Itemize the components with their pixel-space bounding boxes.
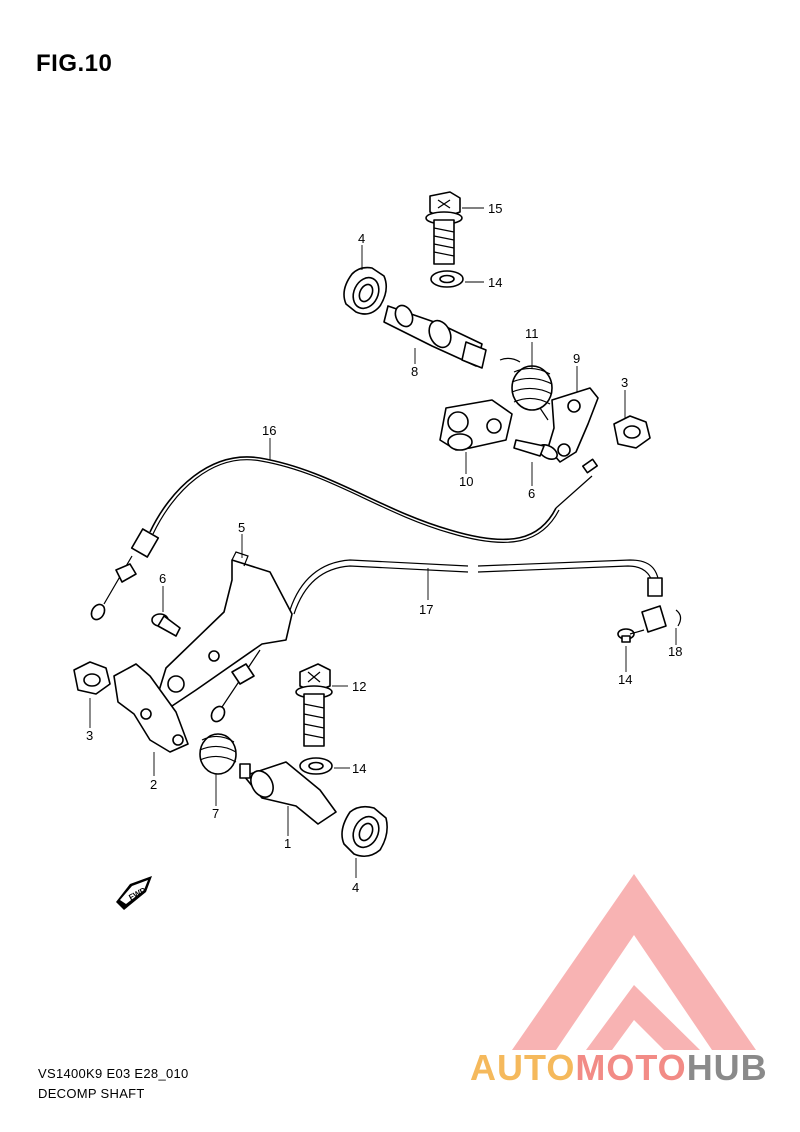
callout-3: 3 — [86, 728, 93, 743]
callout-18: 18 — [668, 644, 682, 659]
part-12-flange-bolt — [295, 663, 333, 747]
assembly-name: DECOMP SHAFT — [38, 1086, 145, 1101]
part-4-oil-seal-upper — [343, 266, 388, 315]
model-code: VS1400K9 E03 E28_010 — [38, 1066, 189, 1081]
fwd-arrow-icon: FWD — [116, 876, 152, 910]
part-5-cable-bracket — [157, 551, 293, 707]
callout-13: 15 — [488, 201, 502, 216]
part-14-washer-upper — [430, 270, 464, 288]
watermark-logo — [512, 874, 756, 1050]
callout-7: 7 — [212, 806, 219, 821]
part-17-pin — [617, 628, 645, 643]
callout-2: 2 — [150, 777, 157, 792]
part-11-return-spring — [499, 357, 553, 421]
svg-text:AUTOMOTOHUB: AUTOMOTOHUB — [470, 1047, 768, 1088]
callout-15: 17 — [419, 602, 433, 617]
callout-6: 6 — [528, 486, 535, 501]
part-8-decomp-shaft-upper — [383, 304, 487, 369]
callout-8: 8 — [411, 364, 418, 379]
callout-labels: 15 14 4 8 11 9 3 10 6 16 5 17 18 14 6 12… — [86, 201, 682, 895]
figure-title: FIG.10 — [36, 50, 113, 77]
part-15-cable-lower — [289, 559, 667, 633]
callout-4: 4 — [358, 231, 365, 246]
part-4-oil-seal-lower — [341, 805, 388, 858]
leader-lines — [89, 207, 677, 878]
callout-10: 10 — [459, 474, 473, 489]
part-6-screw-upper — [513, 439, 558, 461]
callout-1: 1 — [284, 836, 291, 851]
callout-14: 14 — [352, 761, 366, 776]
callout-12: 12 — [352, 679, 366, 694]
callout-17: 14 — [618, 672, 632, 687]
part-2-lever — [113, 663, 189, 753]
callout-4: 4 — [352, 880, 359, 895]
part-18-clip — [675, 609, 682, 627]
part-7-return-spring-lower — [199, 733, 237, 775]
callout-16: 16 — [262, 423, 276, 438]
cable-end-lower — [210, 649, 261, 723]
callout-3: 3 — [621, 375, 628, 390]
part-10-decomp-lever — [439, 399, 513, 451]
callout-11: 11 — [525, 326, 539, 341]
callout-6: 6 — [159, 571, 166, 586]
part-3-nut-lower — [73, 661, 111, 695]
part-6-screw-lower — [151, 613, 181, 637]
part-1-decomp-shaft — [239, 761, 337, 825]
part-9-lever-plate — [547, 387, 599, 463]
part-3-nut-upper — [613, 415, 651, 449]
callout-5: 5 — [238, 520, 245, 535]
part-14-washer-lower — [299, 757, 333, 775]
part-16-cable-upper — [90, 456, 599, 621]
part-13-flange-bolt — [425, 191, 463, 265]
callout-14: 14 — [488, 275, 502, 290]
callout-9: 9 — [573, 351, 580, 366]
watermark-text: AUTOMOTOHUB — [470, 1047, 768, 1088]
